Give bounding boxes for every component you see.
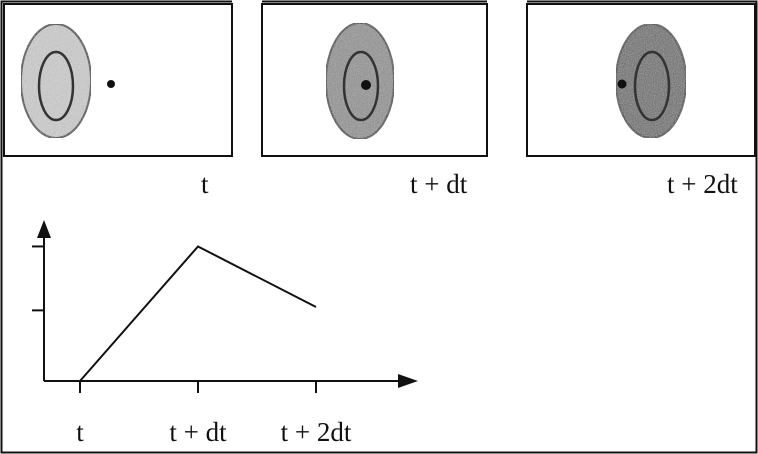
series-line: [80, 246, 316, 381]
particle-dot: [361, 80, 371, 90]
panel-time-label: t + dt: [410, 169, 468, 199]
panel-t-plus-dt: [262, 4, 487, 156]
particle-dot: [107, 80, 115, 88]
x-tick-label: t + dt: [169, 417, 227, 447]
panel-time-label: t + 2dt: [667, 169, 738, 199]
panel-gap-1: [232, 0, 262, 156]
panel-t: [4, 4, 232, 156]
line-chart: t t + dt t + 2dt: [32, 220, 418, 447]
panel-gap-2: [487, 0, 527, 156]
panel-time-label: t: [201, 169, 209, 199]
outer-ellipse: [326, 23, 394, 139]
particle-dot: [618, 80, 627, 89]
x-tick-label: t + 2dt: [281, 417, 352, 447]
x-axis-arrowhead: [398, 374, 418, 388]
x-tick-label: t: [76, 417, 84, 447]
panel-t-plus-2dt: [527, 4, 755, 156]
y-axis-arrowhead: [37, 220, 51, 238]
